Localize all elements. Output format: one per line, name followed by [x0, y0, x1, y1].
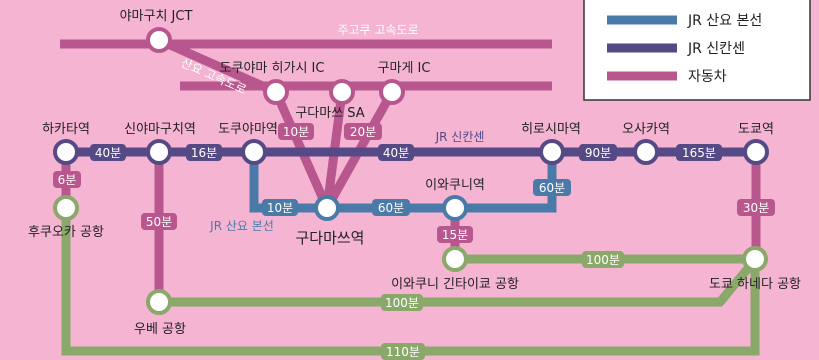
time-badge: 30분: [737, 199, 775, 216]
station-iwakuni[interactable]: [442, 195, 468, 221]
time-badge: 165분: [676, 144, 722, 161]
time-label: 6분: [58, 173, 77, 187]
road-yamaguchi-jct-link: [157, 35, 278, 97]
time-label: 60분: [539, 181, 565, 195]
time-label: 16분: [191, 146, 217, 160]
label-iwakuni-airport: 이와쿠니 긴타이쿄 공항: [391, 277, 519, 292]
sanyo-main-label: JR 산요 본선: [209, 219, 274, 233]
time-badge: 60분: [533, 179, 571, 196]
label-fukuoka-airport: 후쿠오카 공항: [28, 225, 104, 240]
time-labels: 40분 16분 40분 90분 165분 6분 50분 30분 10분 60분 …: [53, 123, 775, 360]
station-haneda-airport[interactable]: [742, 246, 768, 272]
time-label: 110분: [386, 345, 420, 359]
legend-item-jr-shinkansen: JR 신칸센: [607, 41, 745, 57]
legend-label: JR 신칸센: [687, 41, 745, 57]
time-label: 165분: [682, 146, 716, 160]
time-badge: 10분: [262, 199, 298, 216]
time-badge: 16분: [186, 144, 222, 161]
station-fukuoka-airport[interactable]: [53, 195, 79, 221]
time-badge: 100분: [582, 251, 624, 268]
station-yamaguchi-jct[interactable]: [146, 27, 172, 53]
station-kudamatsu-sa[interactable]: [329, 79, 355, 105]
time-label: 30분: [743, 201, 769, 215]
time-label: 20분: [350, 125, 376, 139]
time-badge: 100분: [381, 294, 423, 311]
time-badge: 40분: [90, 144, 126, 161]
legend-item-car: 자동차: [607, 69, 727, 85]
station-hakata[interactable]: [53, 139, 79, 165]
label-haneda-airport: 도쿄 하네다 공항: [709, 277, 801, 292]
time-badge: 90분: [579, 144, 617, 161]
station-hiroshima[interactable]: [539, 139, 565, 165]
station-tokuyama[interactable]: [241, 139, 267, 165]
time-label: 15분: [442, 228, 468, 242]
time-badge: 50분: [141, 213, 177, 230]
label-tokuyama-higashi-ic: 도쿠야마 히가시 IC: [220, 61, 325, 76]
station-shin-yamaguchi[interactable]: [146, 139, 172, 165]
station-iwakuni-airport[interactable]: [442, 246, 468, 272]
legend-label: 자동차: [688, 69, 727, 85]
time-badge: 60분: [372, 199, 410, 216]
label-hakata: 하카타역: [42, 122, 90, 137]
label-kumage-ic: 구마게 IC: [378, 61, 431, 76]
legend-item-jr-sanyo: JR 산요 본선: [607, 13, 762, 29]
time-badge: 15분: [437, 226, 473, 243]
time-label: 40분: [95, 146, 121, 160]
station-osaka[interactable]: [633, 139, 659, 165]
label-iwakuni: 이와쿠니역: [425, 178, 485, 193]
time-label: 100분: [586, 253, 620, 267]
time-badge: 40분: [378, 144, 414, 161]
station-tokuyama-higashi-ic[interactable]: [263, 79, 289, 105]
station-kudamatsu[interactable]: [314, 195, 340, 221]
label-ube-airport: 우베 공항: [134, 322, 186, 337]
time-badge: 6분: [53, 171, 81, 188]
label-tokuyama: 도쿠야마역: [218, 122, 278, 137]
legend-label: JR 산요 본선: [687, 13, 762, 29]
label-yamaguchi-jct: 야마구치 JCT: [120, 9, 193, 24]
time-label: 10분: [267, 201, 293, 215]
label-kudamatsu-sa: 구다마쓰 SA: [295, 106, 364, 121]
station-tokyo[interactable]: [743, 139, 769, 165]
time-label: 100분: [385, 296, 419, 310]
time-badge: 110분: [381, 343, 425, 360]
route-ube-haneda: [159, 257, 759, 307]
station-ube-airport[interactable]: [146, 289, 172, 315]
time-label: 10분: [283, 125, 309, 139]
time-badge: 10분: [278, 123, 314, 140]
time-label: 40분: [383, 146, 409, 160]
station-kumage-ic[interactable]: [379, 79, 405, 105]
time-label: 90분: [585, 146, 611, 160]
label-hiroshima: 히로시마역: [521, 122, 581, 137]
time-label: 60분: [378, 201, 404, 215]
label-kudamatsu: 구다마쓰역: [295, 229, 364, 247]
shinkansen-label: JR 신칸센: [435, 130, 485, 144]
legend: JR 산요 본선 JR 신칸센 자동차: [583, 0, 811, 101]
expressway-label: 주고쿠 고속도로: [337, 23, 418, 37]
time-label: 50분: [146, 215, 172, 229]
label-osaka: 오사카역: [622, 122, 670, 137]
label-tokyo: 도쿄역: [738, 122, 774, 137]
time-badge: 20분: [344, 123, 382, 140]
label-shin-yamaguchi: 신야마구치역: [124, 122, 196, 137]
